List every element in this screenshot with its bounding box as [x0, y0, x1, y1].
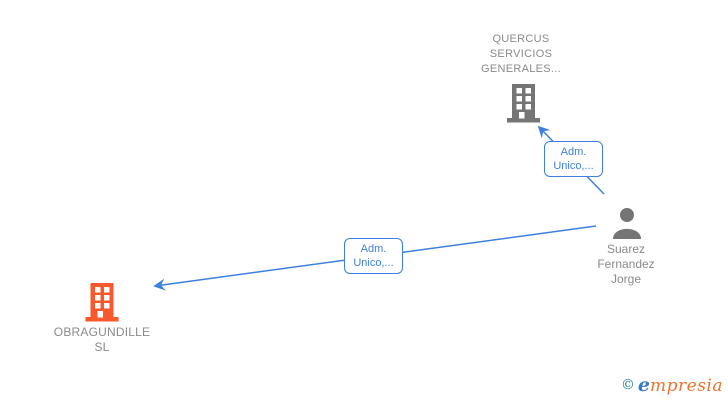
company-building-icon-quercus[interactable] — [506, 84, 541, 123]
node-label-obragundille[interactable]: OBRAGUNDILLE SL — [53, 325, 151, 354]
company-building-icon-obragundille[interactable] — [84, 283, 120, 322]
person-icon-suarez[interactable] — [611, 207, 643, 239]
node-label-suarez-fernandez-jorge[interactable]: Suarez Fernandez Jorge — [597, 242, 655, 286]
logo-initial: e — [637, 374, 650, 396]
edge-label-adm-unico-quercus[interactable]: Adm. Unico,... — [544, 141, 603, 177]
logo-text: mpresia — [650, 376, 723, 396]
person-icon — [613, 208, 641, 239]
empresia-logo[interactable]: ©empresia — [621, 374, 723, 396]
copyright-icon: © — [620, 377, 635, 393]
node-label-quercus[interactable]: QUERCUS SERVICIOS GENERALES... — [480, 33, 561, 75]
edge-label-adm-unico-obragundille[interactable]: Adm. Unico,... — [344, 238, 403, 274]
building-icon — [85, 283, 119, 322]
building-icon — [507, 84, 540, 123]
